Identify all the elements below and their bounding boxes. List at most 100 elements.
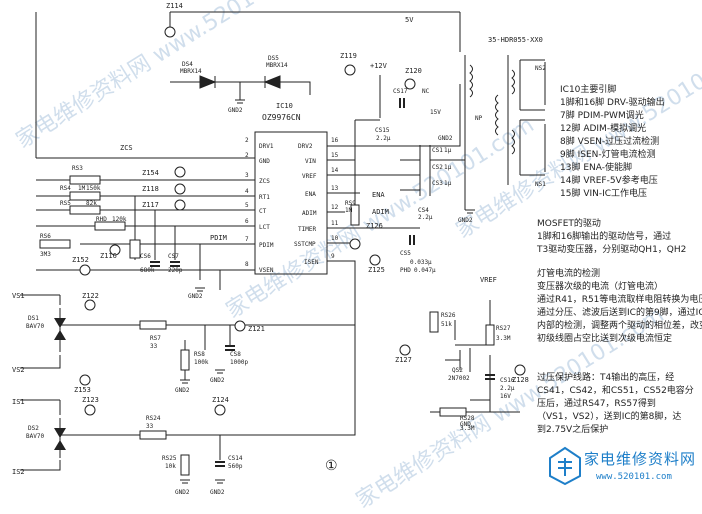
- ground-label: GND2: [188, 293, 203, 300]
- component-value: 3.3M: [496, 335, 511, 342]
- net-ena: ENA: [372, 191, 385, 199]
- component-value: 2.2μ: [500, 385, 515, 392]
- lamp-line: 通过R41，R51等电流取样电阻转换为电压，: [537, 295, 702, 305]
- pin-name: ENA: [305, 191, 316, 198]
- mosfet-line: T3驱动变压器，分别驱动QH1，QH2: [537, 245, 687, 255]
- ovp-line: CS41，CS42，和CS51，CS52电容分: [537, 386, 694, 396]
- pin-number: 9: [331, 253, 335, 260]
- component-ref: RS3: [72, 165, 83, 172]
- ic-part: OZ9976CN: [262, 113, 301, 122]
- lamp-line: 初级线圈占空比送到次级电流恒定: [537, 334, 673, 344]
- component-value: 1μ: [444, 164, 452, 171]
- net-vs2: VS2: [12, 366, 25, 374]
- component-part: MBRX14: [180, 68, 202, 75]
- component-part: BAV70: [26, 323, 44, 330]
- pin-number: 11: [331, 220, 339, 227]
- logo-url: www.520101.com: [596, 472, 672, 482]
- site-logo: 家电维修资料网 www.520101.com: [548, 442, 696, 494]
- pin-note-line: 8脚 VSEN-过压过流检测: [560, 137, 660, 147]
- net-is2: IS2: [12, 468, 25, 476]
- ground-label: GND2: [175, 489, 190, 496]
- component-value: 150k: [86, 185, 101, 192]
- component-value: 0.047μ: [414, 267, 436, 274]
- component-ref: DS4: [182, 61, 193, 68]
- pin-name: ADIM: [302, 210, 317, 217]
- mosfet-notes: MOSFET的驱动 1脚和16脚输出的驱动信号，通过 T3驱动变压器，分别驱动Q…: [537, 218, 686, 257]
- test-point-label: Z120: [405, 67, 422, 75]
- test-point-label: Z119: [340, 52, 357, 60]
- logo-text: 家电维修资料网: [584, 450, 697, 468]
- component-ref: RS27: [496, 325, 511, 332]
- pin-number: 10: [331, 235, 339, 242]
- component-value: 82k: [86, 200, 97, 207]
- test-point-label: Z122: [82, 292, 99, 300]
- pin-number: 12: [331, 204, 339, 211]
- test-point-label: Z153: [74, 386, 91, 394]
- schematic-diagram: Z114 Z119 Z120 Z154 Z118 Z117 Z116 Z126 …: [12, 2, 546, 496]
- pin-number: 16: [331, 137, 339, 144]
- pin-number: 15: [331, 152, 339, 159]
- component-value: 51k: [441, 321, 452, 328]
- ovp-line: 到2.75V之后保护: [537, 425, 609, 435]
- pin-name: ISEN: [304, 259, 319, 266]
- component-value: 3M3: [40, 251, 51, 258]
- lamp-line: 内部的检测，调整两个驱动的相位差，改变: [537, 321, 702, 331]
- pin-number: 6: [245, 218, 249, 225]
- ovp-line: （VS1，VS2），送到IC的第8脚，达: [537, 412, 682, 422]
- component-value: 33: [150, 343, 158, 350]
- net-5v: 5V: [405, 16, 414, 24]
- lamp-title: 灯管电流的检测: [537, 269, 601, 279]
- pin-number: 4: [245, 188, 249, 195]
- test-point-label: Z126: [366, 222, 383, 230]
- component-value: 1μ: [444, 147, 452, 154]
- test-point-label: Z114: [166, 2, 183, 10]
- pin-name: VREF: [302, 173, 317, 180]
- pin-note-line: 9脚 ISEN-灯管电流检测: [560, 150, 656, 160]
- test-point-label: Z152: [72, 256, 89, 264]
- component-ref: RS6: [40, 233, 51, 240]
- component-ref: DS2: [28, 425, 39, 432]
- component-ref: CS8: [230, 351, 241, 358]
- component-value: 33: [146, 423, 154, 430]
- pin-note-line: 1脚和16脚 DRV-驱动输出: [560, 98, 665, 108]
- component-value: 1000p: [230, 359, 248, 366]
- component-ref: CS4: [418, 207, 429, 214]
- net-12v: +12V: [370, 62, 388, 70]
- pin-name: LCT: [259, 224, 270, 231]
- component-part: BAV70: [26, 433, 44, 440]
- component-ref: RS9: [345, 200, 356, 207]
- component-ref: RS26: [441, 312, 456, 319]
- transformer-label: 35-HDR055-XX0: [488, 36, 543, 44]
- ground-label: GND: [460, 421, 471, 428]
- component-value: 16V: [500, 393, 511, 400]
- ic-label: IC10: [276, 102, 293, 110]
- pin-note-line: 14脚 VREF-5V参考电压: [560, 176, 658, 186]
- lamp-current-notes: 灯管电流的检测 变压器次级的电流（灯管电流） 通过R41，R51等电流取样电阻转…: [537, 268, 702, 346]
- component-ref: CS17: [393, 88, 408, 95]
- pin-name: SSTCMP: [294, 241, 316, 248]
- component-value: 1M: [78, 185, 86, 192]
- test-point-label: Z127: [395, 356, 412, 364]
- ground-label: GND2: [175, 387, 190, 394]
- component-value: 100k: [194, 359, 209, 366]
- ovp-line: 压后，通过RS47，RS57得到: [537, 399, 656, 409]
- net-vref: VREF: [480, 276, 497, 284]
- pin-note-line: 7脚 PDIM-PWM调光: [560, 111, 644, 121]
- transformer-ns2: NS2: [535, 65, 546, 72]
- component-value: 15V: [430, 109, 441, 116]
- component-value: 1μ: [444, 180, 452, 187]
- pin-name: DRV1: [259, 143, 274, 150]
- lamp-line: 变压器次级的电流（灯管电流）: [537, 282, 664, 292]
- pin-number: 2: [245, 137, 249, 144]
- mosfet-title: MOSFET的驱动: [537, 219, 601, 229]
- component-ref: CS3: [432, 180, 443, 187]
- component-value: 3.3M: [460, 425, 475, 432]
- component-value: 220p: [168, 267, 183, 274]
- ground-label: GND2: [438, 135, 453, 142]
- pin-name: CT: [259, 208, 267, 215]
- figure-number: ①: [325, 458, 338, 474]
- component-value: 0.033μ: [410, 259, 432, 266]
- pin-name: TIMER: [298, 226, 316, 233]
- pin-number: 8: [245, 261, 249, 268]
- component-value: 2.2μ: [418, 214, 433, 221]
